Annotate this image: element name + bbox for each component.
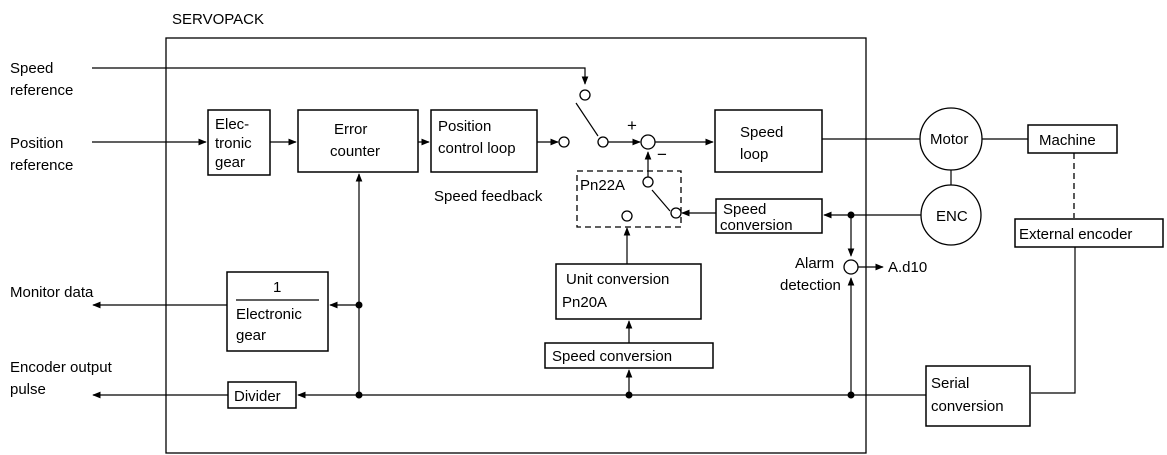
servopack-title: SERVOPACK bbox=[172, 11, 264, 28]
speed-loop-label-1: Speed bbox=[740, 124, 783, 141]
speed-conversion-upper-label-1: Speed bbox=[723, 201, 766, 218]
machine-label: Machine bbox=[1039, 132, 1096, 149]
pn22a-label: Pn22A bbox=[580, 177, 625, 194]
svg-text:Speed: Speed bbox=[10, 60, 53, 77]
error-counter-label-2: counter bbox=[330, 143, 380, 160]
minus-sign: − bbox=[657, 145, 667, 164]
switch-speed-terminal bbox=[579, 89, 591, 101]
pn22a-terminal-bottom bbox=[621, 210, 633, 222]
motor-label: Motor bbox=[930, 131, 968, 148]
inverse-gear-numerator: 1 bbox=[273, 279, 281, 296]
alarm-detection-junction bbox=[843, 259, 859, 275]
position-reference-label: Position reference bbox=[10, 135, 73, 174]
switch-arm bbox=[575, 102, 599, 137]
monitor-data-label: Monitor data bbox=[10, 284, 94, 301]
plus-sign: + bbox=[627, 116, 637, 135]
speed-reference-label: Speed reference bbox=[10, 60, 73, 99]
speed-conversion-lower-label: Speed conversion bbox=[552, 348, 672, 365]
unit-conversion-label-1: Unit conversion bbox=[566, 271, 669, 288]
serial-conversion-label-1: Serial bbox=[931, 375, 969, 392]
error-counter-label-1: Error bbox=[334, 121, 367, 138]
electronic-gear-block bbox=[207, 109, 271, 176]
pn22a-switch-arm bbox=[651, 189, 671, 212]
switch-input-terminal bbox=[558, 136, 570, 148]
servopack-frame bbox=[165, 37, 867, 454]
error-counter-block bbox=[297, 109, 419, 173]
encoder-output-pulse-label-1: Encoder output bbox=[10, 359, 113, 376]
external-encoder-label: External encoder bbox=[1019, 226, 1132, 243]
divider-block bbox=[227, 381, 297, 409]
summing-junction bbox=[640, 134, 656, 150]
pn22a-terminal-top bbox=[642, 176, 654, 188]
position-control-loop-label-2: control loop bbox=[438, 140, 516, 157]
electronic-gear-label-1: Elec- bbox=[215, 116, 249, 133]
electronic-gear-label-3: gear bbox=[215, 154, 245, 171]
encoder-output-pulse-label-2: pulse bbox=[10, 381, 46, 398]
svg-text:reference: reference bbox=[10, 82, 73, 99]
alarm-detection-label-1: Alarm bbox=[795, 255, 834, 272]
speed-feedback-label: Speed feedback bbox=[434, 188, 543, 205]
speed-conversion-upper-label-2: conversion bbox=[720, 217, 793, 234]
speed-conversion-upper-block bbox=[715, 198, 823, 234]
inverse-gear-denominator-2: gear bbox=[236, 327, 266, 344]
serial-conversion-label-2: conversion bbox=[931, 398, 1004, 415]
speed-reference-line bbox=[92, 67, 589, 85]
speed-loop-block bbox=[714, 109, 823, 173]
position-control-loop-label-1: Position bbox=[438, 118, 491, 135]
divider-label: Divider bbox=[234, 388, 281, 405]
serial-conversion-block bbox=[925, 365, 1031, 427]
external-encoder-block bbox=[1014, 218, 1164, 248]
alarm-code-label: A.d10 bbox=[888, 259, 927, 276]
position-control-loop-block bbox=[430, 109, 538, 173]
unit-conversion-block bbox=[555, 263, 702, 320]
electronic-gear-label-2: tronic bbox=[215, 135, 252, 152]
inverse-gear-block bbox=[226, 271, 329, 352]
svg-text:Position: Position bbox=[10, 135, 63, 152]
encoder-label: ENC bbox=[936, 208, 968, 225]
inverse-gear-denominator-1: Electronic bbox=[236, 306, 302, 323]
pn22a-terminal-right bbox=[670, 207, 682, 219]
unit-conversion-label-2: Pn20A bbox=[562, 294, 607, 311]
svg-text:reference: reference bbox=[10, 157, 73, 174]
alarm-detection-label-2: detection bbox=[780, 277, 841, 294]
pn22a-switch-box bbox=[576, 170, 682, 228]
machine-block bbox=[1027, 124, 1118, 154]
speed-loop-label-2: loop bbox=[740, 146, 768, 163]
switch-common-terminal bbox=[597, 136, 609, 148]
